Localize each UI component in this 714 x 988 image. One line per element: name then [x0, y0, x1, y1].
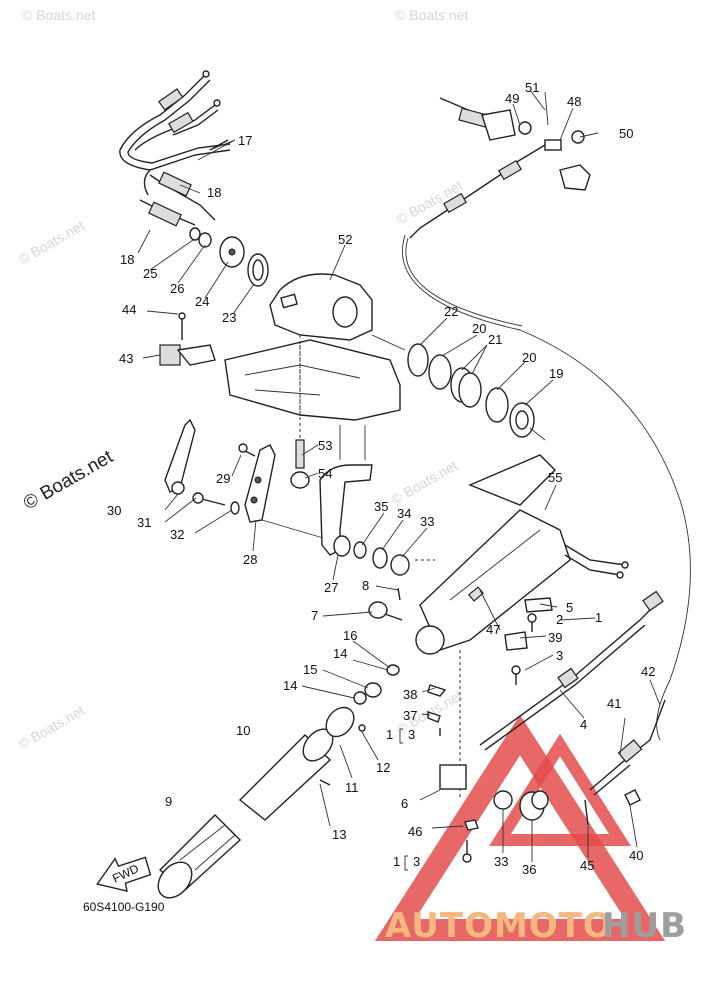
callout-31: 31 [137, 515, 151, 530]
bottom-parts [427, 684, 589, 863]
svg-text:© Boats.net: © Boats.net [389, 457, 461, 508]
callout-49: 49 [505, 91, 519, 106]
callout-2: 2 [556, 612, 563, 627]
screw-7 [368, 587, 403, 621]
fwd-arrow: FWD [96, 856, 152, 892]
callout-21: 21 [488, 332, 502, 347]
callout-36: 36 [522, 862, 536, 877]
callout-54: 54 [318, 466, 332, 481]
callout-13: 13 [332, 827, 346, 842]
callout-50: 50 [619, 126, 633, 141]
callout-34: 34 [397, 506, 411, 521]
callout-42: 42 [641, 664, 655, 679]
callout-46: 46 [408, 824, 422, 839]
callout-40: 40 [629, 848, 643, 863]
brand-wordmark: AUTOMOTO HUB [385, 906, 687, 946]
callout-19: 19 [549, 366, 563, 381]
callout-45: 45 [580, 858, 594, 873]
leader-lines [137, 89, 661, 862]
callout-18: 18 [120, 252, 134, 267]
washer-stack [371, 334, 546, 441]
callout-7: 7 [311, 608, 318, 623]
callout-1: 1 [595, 610, 602, 625]
callout-33: 33 [420, 514, 434, 529]
callout-5: 5 [566, 600, 573, 615]
callout-38: 38 [403, 687, 417, 702]
callout-24: 24 [195, 294, 209, 309]
callout-22: 22 [444, 304, 458, 319]
callout-11: 11 [345, 780, 359, 795]
callout-14: 14 [333, 646, 347, 661]
washers-33-35 [353, 541, 410, 576]
callout-3: 3 [556, 648, 563, 663]
callout-47: 47 [486, 622, 500, 637]
callout-1: 1 [386, 727, 393, 742]
main-watermark: © Boats.net [20, 446, 117, 514]
callout-52: 52 [338, 232, 352, 247]
callout-20: 20 [472, 321, 486, 336]
callout-1: 1 [393, 854, 400, 869]
svg-text:AUTOMOTO: AUTOMOTO [385, 906, 613, 946]
callout-4: 4 [580, 717, 587, 732]
callout-20: 20 [522, 350, 536, 365]
bracket-1-3 [399, 728, 403, 744]
callout-39: 39 [548, 630, 562, 645]
callout-33: 33 [494, 854, 508, 869]
callout-25: 25 [143, 266, 157, 281]
callout-35: 35 [374, 499, 388, 514]
svg-text:HUB: HUB [602, 906, 687, 946]
callout-9: 9 [165, 794, 172, 809]
callout-18: 18 [207, 185, 221, 200]
callout-44: 44 [122, 302, 136, 317]
small-bracket-43 [159, 312, 216, 366]
mount-bracket-52 [224, 273, 401, 460]
svg-text:© Boats.net: © Boats.net [22, 7, 95, 23]
callout-14: 14 [283, 678, 297, 693]
lower-cables [479, 590, 666, 806]
grommet-parts [189, 227, 269, 287]
bracket-1-3-b [404, 855, 408, 871]
svg-text:© Boats.net: © Boats.net [16, 702, 88, 753]
brand-triangle-logo [374, 714, 666, 941]
callout-29: 29 [216, 471, 230, 486]
callout-12: 12 [376, 760, 390, 775]
callout-10: 10 [236, 723, 250, 738]
callout-30: 30 [107, 503, 121, 518]
callouts: 17 18 18 25 26 24 23 52 44 43 22 20 21 2… [107, 80, 655, 877]
callout-23: 23 [222, 310, 236, 325]
callout-26: 26 [170, 281, 184, 296]
callout-3: 3 [408, 727, 415, 742]
callout-53: 53 [318, 438, 332, 453]
steering-handle-body [415, 454, 629, 800]
cable-42 [401, 234, 691, 741]
bracket-5-39 [504, 597, 553, 685]
callout-51: 51 [525, 80, 539, 95]
callout-6: 6 [401, 796, 408, 811]
callout-8: 8 [362, 578, 369, 593]
top-right-assembly [409, 91, 591, 239]
callout-37: 37 [403, 708, 417, 723]
callout-43: 43 [119, 351, 133, 366]
callout-3: 3 [413, 854, 420, 869]
callout-17: 17 [238, 133, 252, 148]
svg-text:© Boats.net: © Boats.net [16, 217, 88, 268]
control-cables-17 [119, 70, 231, 227]
post-27 [290, 425, 373, 557]
spring-set [353, 664, 400, 705]
callout-15: 15 [303, 662, 317, 677]
callout-28: 28 [243, 552, 257, 567]
callout-16: 16 [343, 628, 357, 643]
callout-27: 27 [324, 580, 338, 595]
part-code: 60S4100-G190 [83, 900, 165, 914]
svg-text:© Boats.net: © Boats.net [395, 7, 468, 23]
callout-55: 55 [548, 470, 562, 485]
callout-32: 32 [170, 527, 184, 542]
callout-48: 48 [567, 94, 581, 109]
callout-41: 41 [607, 696, 621, 711]
throttle-grip [157, 706, 366, 899]
